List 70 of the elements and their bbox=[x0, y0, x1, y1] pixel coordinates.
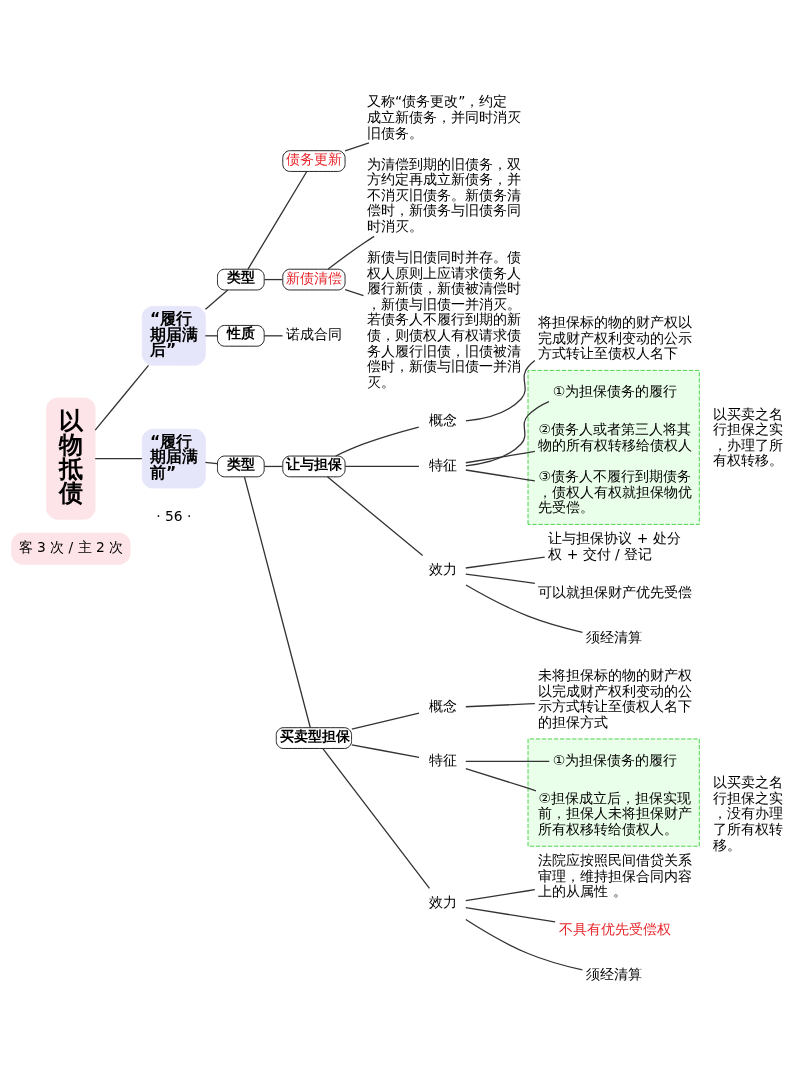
node-text: 又称“债务更改”，约定成立新债务，并同时消灭旧债务。 bbox=[367, 93, 522, 141]
connector bbox=[465, 573, 536, 584]
node-box: “履行期届满后” bbox=[141, 305, 206, 366]
connector bbox=[327, 235, 375, 270]
node-box: 买卖型担保 bbox=[275, 727, 352, 749]
connector bbox=[94, 364, 150, 431]
connector bbox=[465, 889, 536, 902]
node-text: ②债务人或者第三人将其物的所有权转移给债权人 bbox=[538, 421, 693, 453]
node-label: 以买卖之名行担保之实，没有办理了所有权转移。 bbox=[713, 774, 784, 853]
node-text: ③债务人不履行到期债务，债权人有权就担保物优先受偿。 bbox=[538, 467, 693, 516]
node-box: 性质 bbox=[217, 325, 265, 347]
node-text: 可以就担保财产优先受偿 bbox=[538, 583, 693, 600]
node-text: 概念 bbox=[428, 698, 457, 715]
node-text: 效力 bbox=[428, 561, 457, 578]
node-text: 特征 bbox=[428, 456, 457, 473]
connector bbox=[351, 712, 420, 730]
connector bbox=[204, 461, 218, 465]
connector bbox=[465, 767, 537, 792]
node-text: ①为担保债务的履行 bbox=[552, 383, 678, 400]
connector bbox=[465, 556, 546, 569]
node-label: 以买卖之名行担保之实，办理了所有权转移。 bbox=[713, 405, 784, 469]
node-text: ①为担保债务的履行 bbox=[552, 751, 678, 768]
cluster bbox=[527, 738, 700, 847]
connector bbox=[247, 171, 308, 270]
node-text: 新债与旧债同时并存。债权人原则上应请求债务人履行新债，新债被清偿时，新债与旧债一并消灭。若债务人不履行到期的新债，则债权人有权请求债务人履行旧债，旧债被清偿时，新债与旧债一并消灭。 bbox=[367, 249, 522, 390]
node-box: 类型 bbox=[217, 268, 265, 291]
connector bbox=[263, 335, 284, 337]
node-box: 类型 bbox=[217, 455, 265, 478]
connector bbox=[344, 142, 370, 152]
connector bbox=[335, 426, 420, 457]
connector bbox=[465, 760, 550, 763]
connector bbox=[243, 476, 311, 729]
node-text: 须经清算 bbox=[585, 628, 642, 645]
connector bbox=[465, 907, 556, 923]
node-box: 让与担保 bbox=[282, 455, 346, 478]
connector bbox=[465, 469, 536, 482]
connector bbox=[322, 747, 431, 890]
node-text: 特征 bbox=[428, 751, 457, 768]
connector bbox=[344, 465, 420, 468]
node-text: ②担保成立后，担保实现前，担保人未将担保财产所有权移转给债权人。 bbox=[538, 789, 693, 837]
node-text: 未将担保标的物的财产权以完成财产权利变动的公示方式转让至债权人名下的担保方式 bbox=[538, 666, 693, 730]
node-text: 为清偿到期的旧债务，双方约定再成立新债务，并不消灭旧债务。新债务清偿时，新债务与旧债务同时消灭。 bbox=[367, 155, 522, 234]
node-box: 债务更新 bbox=[282, 150, 346, 172]
connector bbox=[94, 458, 143, 460]
node-text: 不具有优先受偿权 bbox=[558, 921, 671, 938]
connector bbox=[465, 702, 536, 708]
node-text: 将担保标的物的财产权以完成财产权利变动的公示方式转让至债权人名下 bbox=[538, 313, 693, 362]
node-text: 概念 bbox=[428, 411, 457, 428]
connector bbox=[263, 278, 284, 281]
label: · 56 · bbox=[156, 507, 192, 524]
node-label: 客 3 次 / 主 2 次 bbox=[18, 538, 124, 555]
node-text: 让与担保协议 + 处分权 + 交付 / 登记 bbox=[548, 530, 681, 562]
node-box: 以物抵债 bbox=[46, 397, 96, 520]
connector bbox=[263, 465, 284, 468]
connector bbox=[326, 476, 424, 557]
connector bbox=[344, 288, 365, 297]
connector bbox=[465, 401, 550, 467]
connector bbox=[351, 744, 420, 758]
node-box: 新债清偿 bbox=[282, 268, 346, 291]
connector bbox=[204, 289, 229, 310]
node-text: 诺成合同 bbox=[286, 326, 343, 343]
node-text: 须经清算 bbox=[585, 966, 642, 983]
node-text: 法院应按照民间借贷关系审理，维持担保合同内容上的从属性 。 bbox=[538, 852, 693, 900]
connector bbox=[465, 450, 536, 464]
node-text: 效力 bbox=[428, 894, 457, 911]
connector bbox=[465, 359, 536, 422]
connector bbox=[465, 918, 583, 971]
node-box: “履行期届满前” bbox=[141, 428, 206, 489]
cluster bbox=[527, 370, 700, 525]
connector bbox=[465, 584, 584, 633]
